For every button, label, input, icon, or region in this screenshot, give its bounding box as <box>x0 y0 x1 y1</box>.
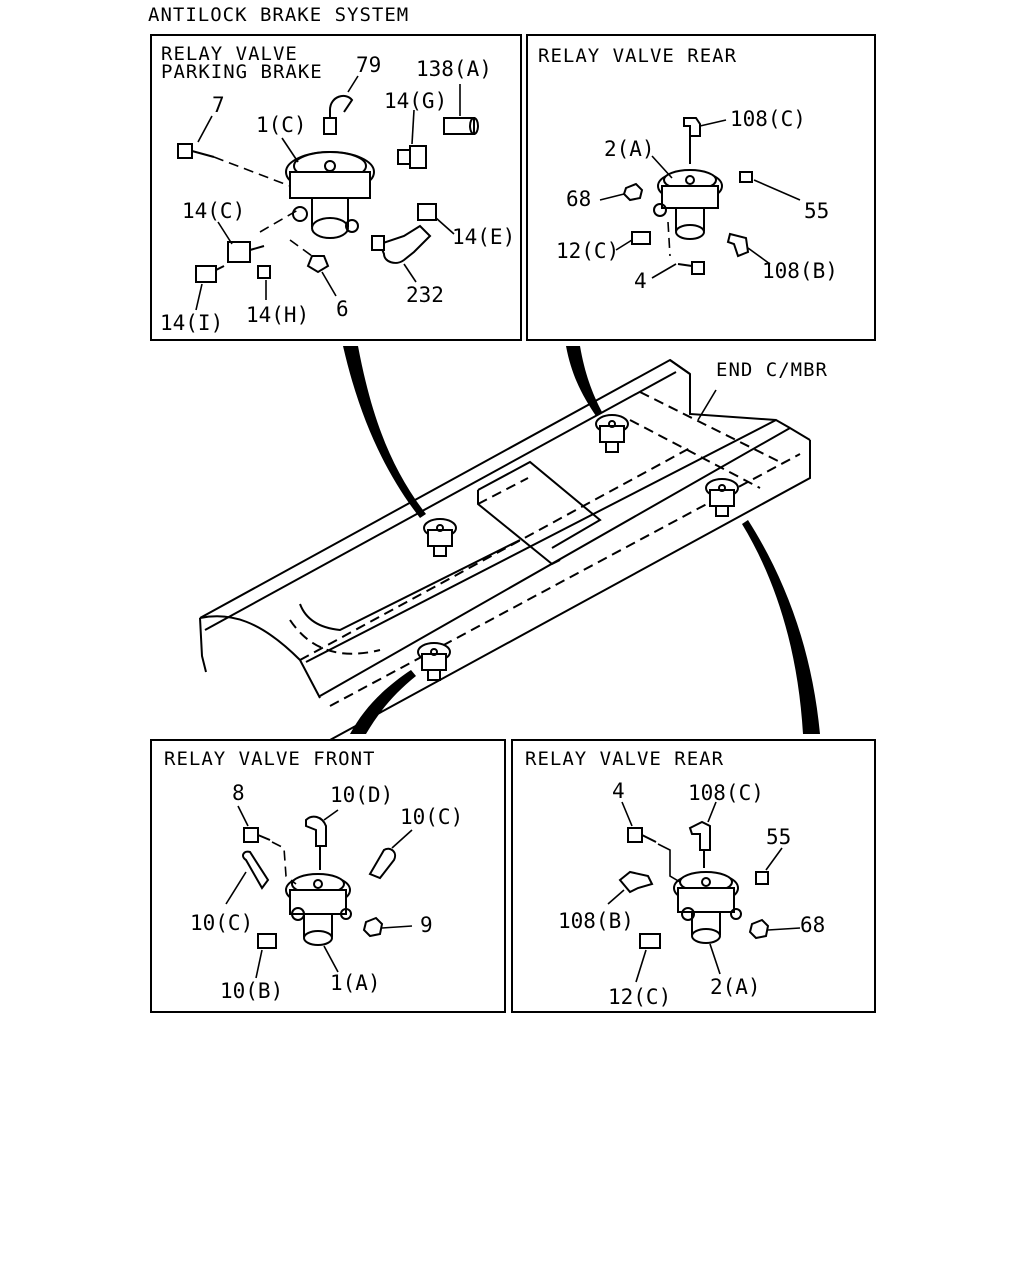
right-rail-side <box>329 440 811 741</box>
front-crossmember-lower <box>289 619 381 655</box>
leader-arcs <box>343 346 820 734</box>
panel-front-title: RELAY VALVE FRONT <box>164 748 375 770</box>
label-10c-right: 10(C) <box>400 805 463 829</box>
leader-arc-rear-bottom <box>742 520 820 734</box>
label-1c: 1(C) <box>256 113 307 137</box>
label-108b-top: 108(B) <box>762 259 838 283</box>
label-10b: 10(B) <box>220 979 283 1003</box>
label-12c-top: 12(C) <box>556 239 619 263</box>
mid-crossmember-top <box>477 460 602 549</box>
left-rail-bottom <box>299 447 691 661</box>
label-55-top: 55 <box>804 199 829 223</box>
label-1a: 1(A) <box>330 971 381 995</box>
rear-top-valve-drawing <box>599 117 801 279</box>
chassis-valve-front <box>417 642 451 681</box>
label-68-top: 68 <box>566 187 591 211</box>
front-crossmember <box>299 539 521 632</box>
chassis-valve-rear-outer <box>705 478 739 517</box>
label-108c-top: 108(C) <box>730 107 806 131</box>
right-rail-inner <box>305 418 791 663</box>
panel-front: RELAY VALVE FRONT <box>150 739 506 1013</box>
left-rail-top-inner <box>204 371 677 631</box>
diagram-title: ANTILOCK BRAKE SYSTEM <box>148 4 409 26</box>
label-8: 8 <box>232 781 245 805</box>
leader-arc-parking <box>343 346 426 518</box>
end-crossmember-dash <box>639 391 781 463</box>
panel-parking-title-2: PARKING BRAKE <box>161 61 323 83</box>
chassis-valve-parking <box>423 518 457 557</box>
chassis-frame <box>199 358 811 741</box>
label-9: 9 <box>420 913 433 937</box>
label-4-bottom: 4 <box>612 779 625 803</box>
label-10c-left: 10(C) <box>190 911 253 935</box>
panel-parking-title-1: RELAY VALVE <box>161 43 298 65</box>
label-14i: 14(I) <box>160 311 223 335</box>
end-crossmember-dash-2 <box>629 419 761 489</box>
leader-arc-rear-top <box>566 346 602 416</box>
label-108b-bottom: 108(B) <box>558 909 634 933</box>
label-10d: 10(D) <box>330 783 393 807</box>
mid-crossmember <box>477 490 561 566</box>
left-rail-end <box>199 615 321 699</box>
label-14h: 14(H) <box>246 303 309 327</box>
rear-bottom-valve-drawing <box>607 801 801 983</box>
label-14g: 14(G) <box>384 89 447 113</box>
parking-valve-drawing <box>177 75 479 311</box>
end-cmbr-leader <box>697 389 717 421</box>
panel-rear-top-title: RELAY VALVE REAR <box>538 45 737 67</box>
label-138a: 138(A) <box>416 57 492 81</box>
label-55-bottom: 55 <box>766 825 791 849</box>
end-crossmember <box>669 359 777 421</box>
chassis-valve-rear-inner <box>595 414 629 453</box>
panel-rear-bottom: RELAY VALVE REAR <box>511 739 876 1013</box>
label-108c-bottom: 108(C) <box>688 781 764 805</box>
front-valve-drawing <box>225 805 413 979</box>
mid-crossmember-dash <box>477 477 529 505</box>
panel-rear-top: RELAY VALVE REAR <box>526 34 876 341</box>
leader-arc-front <box>350 670 416 734</box>
label-232: 232 <box>406 283 444 307</box>
right-rail-dash <box>329 453 801 707</box>
label-79: 79 <box>356 53 381 77</box>
panel-parking-brake: RELAY VALVE PARKING BRAKE <box>150 34 522 341</box>
label-4-top: 4 <box>634 269 647 293</box>
label-7: 7 <box>212 93 225 117</box>
chassis-label: END C/MBR <box>716 359 828 381</box>
label-2a-bottom: 2(A) <box>710 975 761 999</box>
label-6: 6 <box>336 297 349 321</box>
label-14e: 14(E) <box>452 225 515 249</box>
panel-rear-bottom-title: RELAY VALVE REAR <box>525 748 724 770</box>
label-68-bottom: 68 <box>800 913 825 937</box>
left-rail-front <box>199 617 207 673</box>
label-12c-bottom: 12(C) <box>608 985 671 1009</box>
label-2a-top: 2(A) <box>604 137 655 161</box>
label-14c: 14(C) <box>182 199 245 223</box>
